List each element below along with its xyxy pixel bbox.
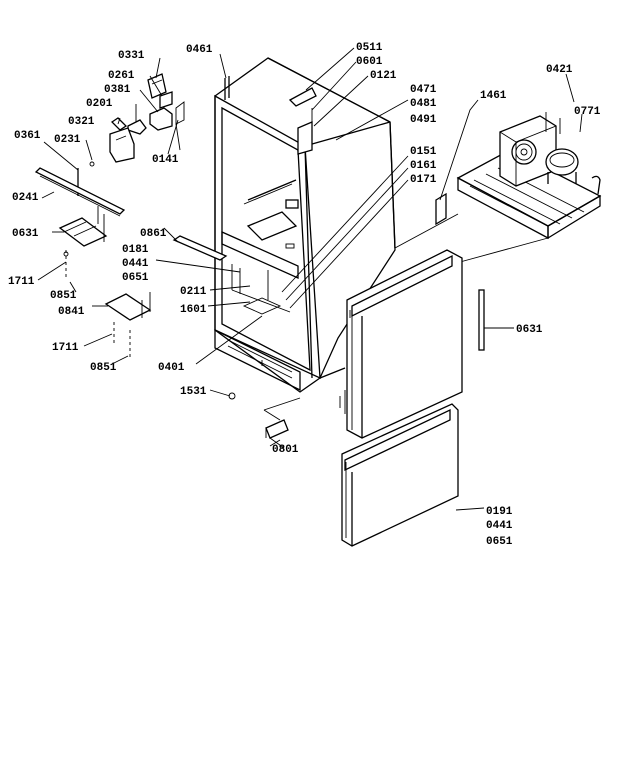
compressor-assembly xyxy=(394,112,602,263)
label-0141: 0141 xyxy=(152,154,179,166)
label-1461: 1461 xyxy=(480,90,507,102)
label-0651-upper: 0651 xyxy=(122,272,149,284)
leader-lines xyxy=(37,47,583,511)
label-0851-lower: 0851 xyxy=(90,362,117,374)
label-0151: 0151 xyxy=(410,146,437,158)
label-0651-lower: 0651 xyxy=(486,536,513,548)
label-0361: 0361 xyxy=(14,130,41,142)
label-0481: 0481 xyxy=(410,98,437,110)
label-0601: 0601 xyxy=(356,56,383,68)
lower-door xyxy=(341,403,459,547)
label-0841: 0841 xyxy=(58,306,85,318)
label-0161: 0161 xyxy=(410,160,437,172)
label-0861: 0861 xyxy=(140,228,167,240)
label-0241: 0241 xyxy=(12,192,39,204)
label-1711-lower: 1711 xyxy=(52,342,79,354)
upper-door xyxy=(339,249,463,439)
label-0631-right: 0631 xyxy=(516,324,543,336)
label-0231: 0231 xyxy=(54,134,81,146)
top-hinge-part xyxy=(288,87,317,130)
label-1711-upper: 1711 xyxy=(8,276,35,288)
bracket-1461 xyxy=(435,99,479,226)
label-0211: 0211 xyxy=(180,286,207,298)
label-0121: 0121 xyxy=(370,70,397,82)
label-0191: 0191 xyxy=(486,506,513,518)
label-0421: 0421 xyxy=(546,64,573,76)
label-0441-lower: 0441 xyxy=(486,520,513,532)
control-parts xyxy=(34,73,301,449)
label-0181: 0181 xyxy=(122,244,149,256)
label-0401: 0401 xyxy=(158,362,185,374)
label-0201: 0201 xyxy=(86,98,113,110)
label-0771: 0771 xyxy=(574,106,601,118)
label-0331: 0331 xyxy=(118,50,145,62)
label-0491: 0491 xyxy=(410,114,437,126)
label-0471: 0471 xyxy=(410,84,437,96)
door-rod-0631 xyxy=(478,289,485,351)
part-labels: 0461 0511 0601 0121 0331 0261 0381 0201 … xyxy=(8,42,601,548)
label-0441-upper: 0441 xyxy=(122,258,149,270)
label-1531: 1531 xyxy=(180,386,207,398)
label-1601: 1601 xyxy=(180,304,207,316)
label-0511: 0511 xyxy=(356,42,383,54)
label-0381: 0381 xyxy=(104,84,131,96)
label-0261: 0261 xyxy=(108,70,135,82)
label-0461: 0461 xyxy=(186,44,213,56)
label-0851-upper: 0851 xyxy=(50,290,77,302)
label-0631-left: 0631 xyxy=(12,228,39,240)
label-0801: 0801 xyxy=(272,444,299,456)
label-0171: 0171 xyxy=(410,174,437,186)
label-0321: 0321 xyxy=(68,116,95,128)
